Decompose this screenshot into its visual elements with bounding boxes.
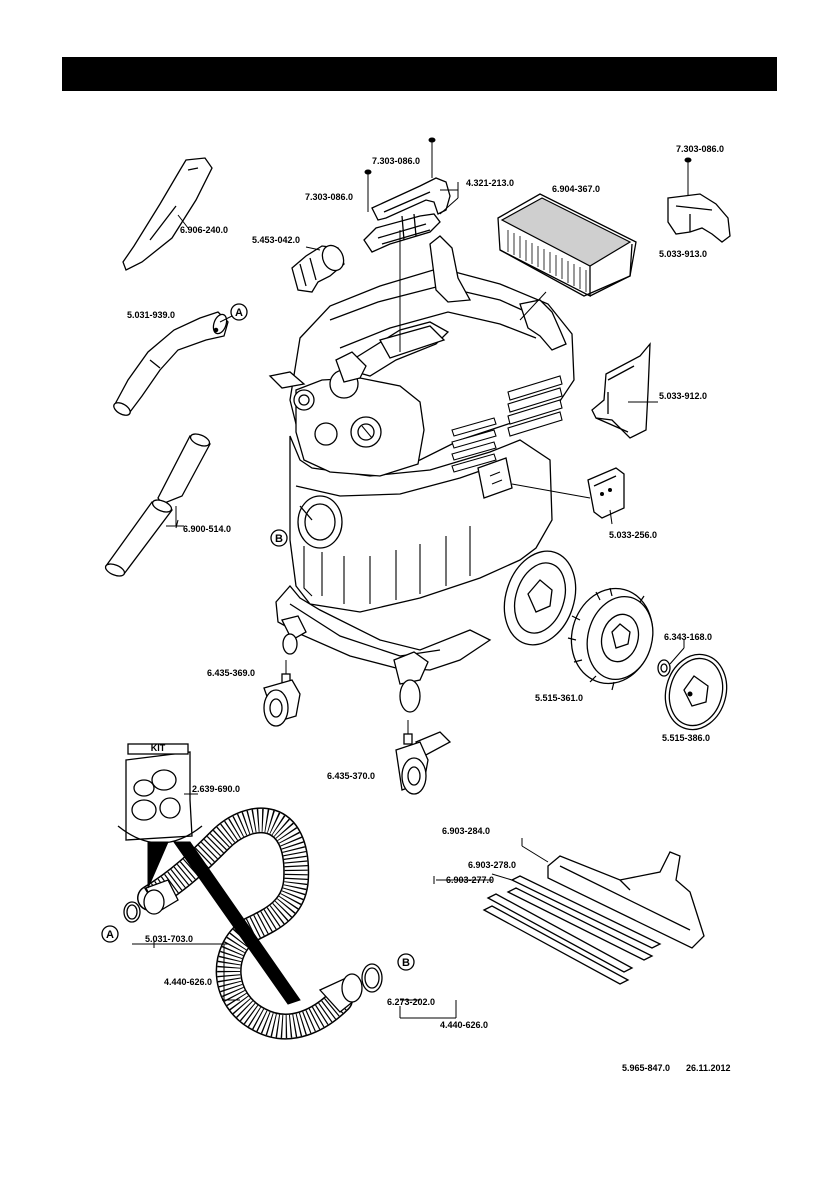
kit-bag-drawing bbox=[117, 743, 203, 844]
part-label-6903277: 6.903-277.0 bbox=[446, 875, 494, 885]
suction-hose-drawing bbox=[123, 807, 383, 1040]
part-label-2639690: 2.639-690.0 bbox=[192, 784, 240, 794]
caster-6435370-drawing bbox=[395, 720, 452, 795]
marker-a-hose-label: A bbox=[106, 929, 114, 941]
part-label-5515386: 5.515-386.0 bbox=[662, 733, 710, 743]
part-label-7303086-right: 7.303-086.0 bbox=[676, 144, 724, 154]
footer-date: 26.11.2012 bbox=[686, 1063, 731, 1073]
marker-b-inlet-label: B bbox=[275, 533, 283, 545]
part-label-6273202: 6.273-202.0 bbox=[387, 997, 435, 1007]
nozzle-adapter-drawing bbox=[291, 244, 345, 293]
marker-b-hose: B bbox=[397, 953, 415, 971]
part-label-5033256: 5.033-256.0 bbox=[609, 530, 657, 540]
part-label-6435370: 6.435-370.0 bbox=[327, 771, 375, 781]
part-label-6904367: 6.904-367.0 bbox=[552, 184, 600, 194]
part-label-6903284: 6.903-284.0 bbox=[442, 826, 490, 836]
part-label-6900514: 6.900-514.0 bbox=[183, 524, 231, 534]
part-label-6906240: 6.906-240.0 bbox=[180, 225, 228, 235]
washer-6343168-drawing bbox=[657, 640, 685, 677]
hubcap-5515386-drawing bbox=[664, 653, 728, 731]
part-label-5033913: 5.033-913.0 bbox=[659, 249, 707, 259]
marker-b-hose-label: B bbox=[402, 957, 410, 969]
handle-screws-drawing bbox=[363, 137, 459, 253]
part-label-7303086-top: 7.303-086.0 bbox=[372, 156, 420, 166]
wheel-5515361-drawing bbox=[567, 587, 654, 691]
part-label-5031703: 5.031-703.0 bbox=[145, 934, 193, 944]
crevice-nozzle-drawing bbox=[122, 157, 213, 271]
suction-tubes-drawing bbox=[104, 433, 211, 577]
part-label-7303086-left: 7.303-086.0 bbox=[305, 192, 353, 202]
flat-filter-drawing bbox=[497, 193, 637, 298]
caster-6435369-drawing bbox=[263, 660, 301, 727]
vacuum-main-body-drawing bbox=[268, 235, 577, 713]
holder-5033913-drawing bbox=[667, 157, 731, 243]
holder-5033912-drawing bbox=[591, 342, 651, 439]
part-label-5033912: 5.033-912.0 bbox=[659, 391, 707, 401]
marker-a-top-label: A bbox=[235, 307, 243, 319]
part-label-4440626-left: 4.440-626.0 bbox=[164, 977, 212, 987]
part-label-4440626-right: 4.440-626.0 bbox=[440, 1020, 488, 1030]
footer-doc-number: 5.965-847.0 bbox=[622, 1063, 670, 1073]
marker-a-top: A bbox=[230, 303, 248, 321]
marker-b-inlet: B bbox=[270, 529, 288, 547]
part-label-5515361: 5.515-361.0 bbox=[535, 693, 583, 703]
part-label-4321213: 4.321-213.0 bbox=[466, 178, 514, 188]
part-label-6435369: 6.435-369.0 bbox=[207, 668, 255, 678]
header-bar bbox=[62, 57, 777, 91]
leader-lines bbox=[132, 230, 658, 1019]
part-label-6343168: 6.343-168.0 bbox=[664, 632, 712, 642]
floor-nozzle-drawing bbox=[436, 845, 705, 985]
part-label-5031939: 5.031-939.0 bbox=[127, 310, 175, 320]
kit-label: KIT bbox=[151, 743, 166, 753]
part-label-5453042: 5.453-042.0 bbox=[252, 235, 300, 245]
marker-a-hose: A bbox=[101, 925, 119, 943]
panel-5033256-drawing bbox=[511, 467, 625, 519]
suction-bend-drawing bbox=[113, 311, 229, 416]
part-label-6903278: 6.903-278.0 bbox=[468, 860, 516, 870]
